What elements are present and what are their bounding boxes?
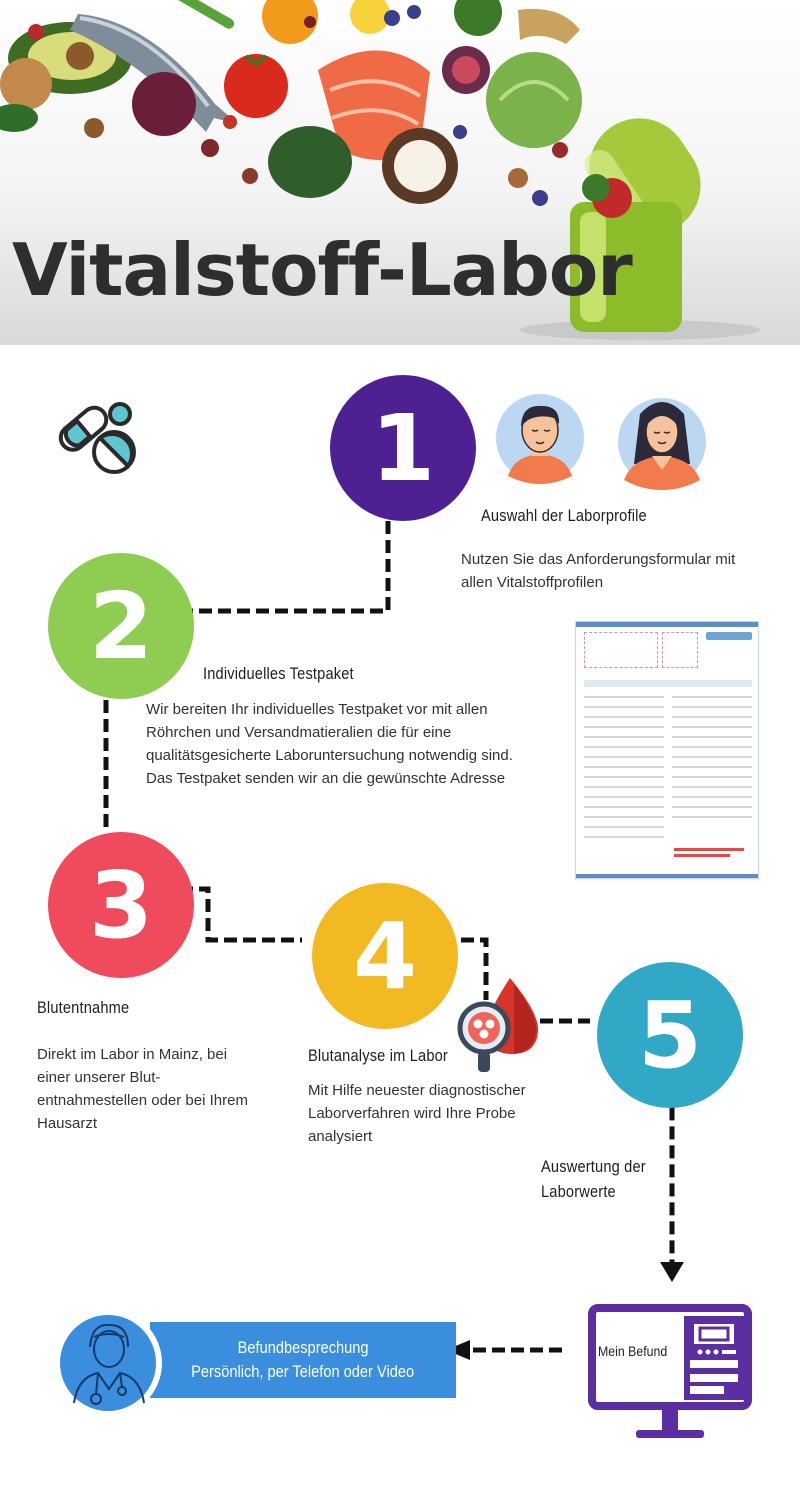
step-2-number: 2 bbox=[88, 572, 153, 680]
man-avatar-icon bbox=[496, 394, 584, 484]
form-line bbox=[584, 806, 664, 808]
form-top-bar bbox=[576, 622, 758, 627]
monitor-report-icon bbox=[588, 1304, 752, 1438]
header-banner: Vitalstoff-Labor bbox=[0, 0, 800, 345]
arrow-down-icon bbox=[660, 1262, 684, 1282]
step-1-circle: 1 bbox=[330, 375, 476, 521]
step-2-circle: 2 bbox=[48, 553, 194, 699]
request-form-document bbox=[575, 621, 759, 879]
form-line bbox=[672, 786, 752, 788]
form-line bbox=[584, 706, 664, 708]
step-3-number: 3 bbox=[88, 851, 153, 959]
food-collage-illustration bbox=[0, 0, 760, 340]
step-4-title: Blutanalyse im Labor bbox=[308, 1046, 448, 1065]
form-red-note bbox=[674, 854, 730, 857]
connector-5-monitor bbox=[658, 1092, 675, 1264]
form-line bbox=[584, 836, 664, 838]
step-5-title-line-2: Laborwerte bbox=[541, 1182, 616, 1201]
step-3-description: Direkt im Labor in Mainz, bei einer unse… bbox=[37, 1046, 248, 1132]
connector-3-4 bbox=[180, 886, 302, 943]
form-id-box bbox=[662, 632, 698, 668]
form-line bbox=[672, 756, 752, 758]
step-2-title: Individuelles Testpaket bbox=[203, 664, 354, 683]
step-5-circle: 5 bbox=[597, 962, 743, 1108]
blood-drop-magnifier-icon bbox=[457, 978, 539, 1072]
form-line bbox=[672, 706, 752, 708]
step-4-description: Mit Hilfe neuester diagnostischer Laborv… bbox=[308, 1082, 526, 1145]
step-5-number: 5 bbox=[637, 981, 702, 1089]
step-2-description: Wir bereiten Ihr individuelles Testpaket… bbox=[146, 701, 513, 787]
form-line bbox=[584, 756, 664, 758]
form-line bbox=[584, 796, 664, 798]
form-line bbox=[584, 716, 664, 718]
form-line bbox=[584, 786, 664, 788]
step-5-title: Auswertung der Laborwerte bbox=[541, 1154, 646, 1204]
pill-capsule-icon bbox=[58, 402, 136, 474]
step-3-title: Blutentnahme bbox=[37, 998, 130, 1017]
monitor-label: Mein Befund bbox=[598, 1343, 668, 1359]
form-logo bbox=[706, 632, 752, 640]
connector-1-2 bbox=[180, 521, 391, 614]
form-line bbox=[672, 796, 752, 798]
form-red-note bbox=[674, 848, 744, 851]
form-line bbox=[584, 816, 664, 818]
page-title: Vitalstoff-Labor bbox=[12, 228, 633, 312]
form-line bbox=[672, 746, 752, 748]
form-line bbox=[672, 776, 752, 778]
doctor-icon bbox=[54, 1309, 162, 1417]
step-1-title: Auswahl der Laborprofile bbox=[481, 506, 647, 525]
step-4-circle: 4 bbox=[312, 883, 458, 1029]
form-line bbox=[672, 766, 752, 768]
banner-line-1: Befundbesprechung bbox=[237, 1338, 369, 1357]
form-line bbox=[584, 826, 664, 828]
form-line bbox=[672, 816, 752, 818]
form-line bbox=[584, 746, 664, 748]
form-line bbox=[672, 806, 752, 808]
connector-4-blood bbox=[442, 937, 489, 1000]
form-line bbox=[584, 726, 664, 728]
form-line bbox=[672, 726, 752, 728]
form-line bbox=[584, 696, 664, 698]
form-line bbox=[672, 716, 752, 718]
consultation-banner: Befundbesprechung Persönlich, per Telefo… bbox=[150, 1322, 456, 1398]
form-line bbox=[672, 696, 752, 698]
form-line bbox=[672, 736, 752, 738]
form-title-strip bbox=[584, 680, 752, 687]
form-line bbox=[584, 766, 664, 768]
step-1-number: 1 bbox=[370, 394, 435, 502]
step-5-title-line-1: Auswertung der bbox=[541, 1157, 646, 1176]
form-bottom-bar bbox=[576, 874, 758, 878]
woman-avatar-icon bbox=[618, 398, 706, 490]
step-4-number: 4 bbox=[352, 902, 417, 1010]
form-address-box bbox=[584, 632, 658, 668]
form-line bbox=[584, 736, 664, 738]
banner-line-2: Persönlich, per Telefon oder Video bbox=[191, 1362, 415, 1381]
step-3-circle: 3 bbox=[48, 832, 194, 978]
step-1-description: Nutzen Sie das Anforderungsformular mit … bbox=[461, 551, 736, 591]
form-line bbox=[584, 776, 664, 778]
arrow-left-icon bbox=[446, 1340, 470, 1360]
